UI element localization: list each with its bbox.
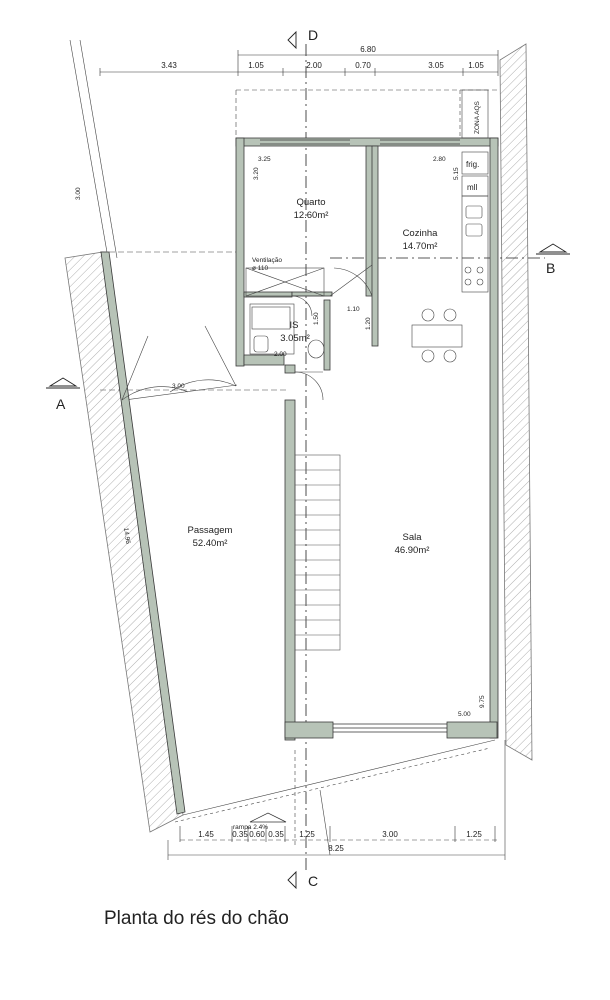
ramp-arrow [249, 812, 287, 823]
room-name-passagem: Passagem [188, 525, 233, 536]
terrain-hatch [64, 43, 533, 833]
dim-top-4: 0.70 [355, 61, 371, 70]
section-label-a: A [56, 396, 66, 412]
zona-aqs-label: ZONA AQS [474, 100, 481, 134]
dim-bottom-2: 0.35 [232, 830, 248, 839]
walls [100, 137, 499, 815]
stairs [294, 454, 341, 651]
ventilation-diameter: ø 110 [252, 265, 269, 272]
room-name-quarto: Quarto [296, 197, 325, 208]
dim-cozinha-height: 5.15 [453, 167, 460, 180]
dim-top-5: 3.05 [428, 61, 444, 70]
section-label-c: C [308, 873, 318, 889]
section-label-b: B [546, 260, 555, 276]
ramp-label: rampa 2.4% [233, 824, 268, 831]
dim-bottom-total: 8.25 [328, 844, 344, 853]
room-area-sala: 46.90m² [395, 545, 430, 556]
dim-bottom-7: 1.25 [466, 830, 482, 839]
dim-bottom-6: 3.00 [382, 830, 398, 839]
room-area-quarto: 12.60m² [294, 210, 329, 221]
dim-cozinha-width: 2.80 [433, 156, 446, 163]
dim-top-1: 3.43 [161, 61, 177, 70]
room-name-sala: Sala [402, 532, 422, 543]
dimension-chain-top [99, 50, 499, 76]
section-label-d: D [308, 27, 318, 43]
room-area-is: 3.05m² [280, 333, 310, 344]
guide-lines [69, 39, 506, 860]
dim-left-long: 14.96 [122, 527, 131, 544]
room-area-cozinha: 14.70m² [403, 241, 438, 252]
bathroom-fixtures [249, 303, 325, 359]
dimension-chain-bottom [179, 826, 496, 842]
dim-quarto-height: 3.20 [253, 167, 260, 180]
room-area-passagem: 52.40m² [193, 538, 228, 549]
room-name-is: IS [290, 320, 299, 331]
dishwasher-label: mll [467, 183, 477, 192]
dim-bottom-3: 0.60 [249, 830, 265, 839]
dim-sala-height: 9.75 [479, 695, 486, 708]
section-markers [46, 30, 570, 890]
dim-bottom-5: 1.25 [299, 830, 315, 839]
dim-is-a: 1.50 [313, 312, 320, 325]
fridge-label: frig. [466, 160, 479, 169]
plan-caption: Planta do rés do chão [104, 908, 289, 929]
dim-bottom-1: 1.45 [198, 830, 214, 839]
dim-top-total: 6.80 [360, 45, 376, 54]
windows [260, 139, 460, 733]
room-name-cozinha: Cozinha [403, 228, 439, 239]
dim-sala-width: 5.00 [458, 711, 471, 718]
dim-passagem-width: 3.00 [172, 383, 185, 390]
dim-quarto-width: 3.25 [258, 156, 271, 163]
dim-bottom-4: 0.35 [268, 830, 284, 839]
dim-is-b: 2.00 [274, 351, 287, 358]
ventilation-shaft [245, 267, 325, 297]
dim-door-a: 1.10 [347, 306, 360, 313]
dim-left-top: 3.00 [75, 187, 82, 200]
ventilation-label: Ventilação [252, 257, 282, 264]
dim-top-2: 1.05 [248, 61, 264, 70]
kitchen-fittings [411, 89, 489, 363]
doors [121, 264, 373, 401]
dim-door-b: 1.20 [365, 317, 372, 330]
dim-top-3: 2.00 [306, 61, 322, 70]
dim-top-6: 1.05 [468, 61, 484, 70]
